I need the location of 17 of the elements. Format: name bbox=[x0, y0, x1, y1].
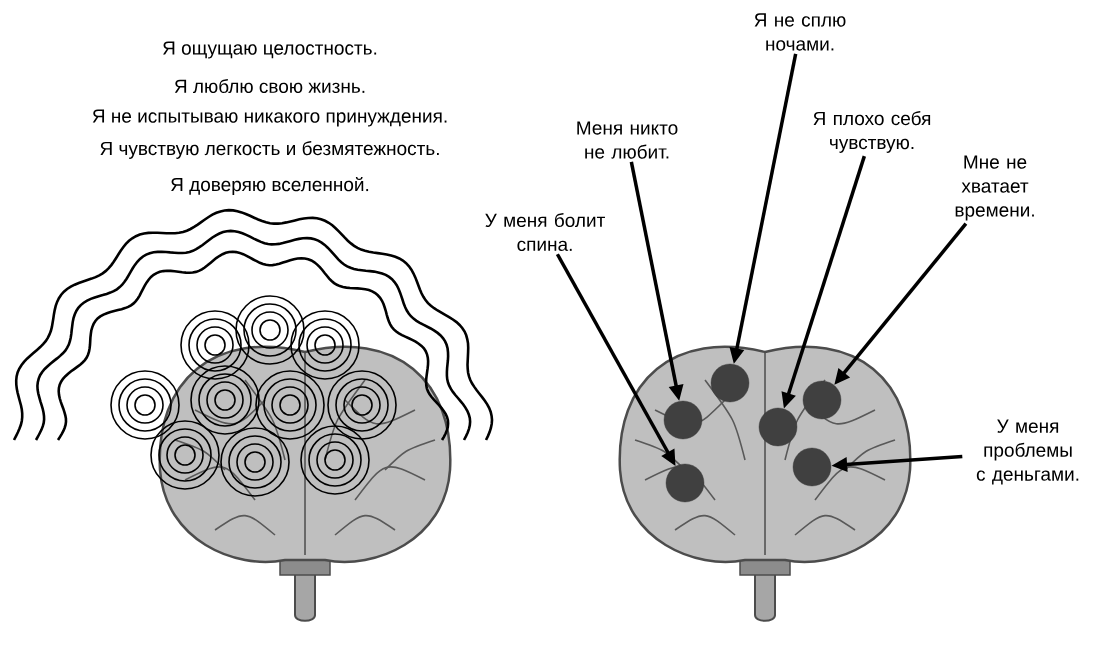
affirmation-text: Я чувствую легкость и безмятежность. bbox=[100, 141, 439, 159]
dark-spot bbox=[802, 380, 842, 420]
dark-spot bbox=[665, 463, 705, 503]
dark-spot bbox=[663, 400, 703, 440]
complaint-text: Я не сплю ночами. bbox=[754, 13, 846, 51]
affirmation-text: Я не испытываю никакого принуждения. bbox=[92, 109, 447, 127]
dark-spot bbox=[758, 407, 798, 447]
complaint-text: У меня болит спина. bbox=[485, 212, 605, 252]
affirmation-text: Я ощущаю целостность. bbox=[163, 41, 377, 59]
dark-spot bbox=[792, 447, 832, 487]
affirmation-text: Я люблю свою жизнь. bbox=[174, 78, 365, 94]
complaint-text: У меня проблемы с деньгами. bbox=[976, 419, 1079, 485]
complaint-text: Меня никто не любит. bbox=[577, 121, 678, 159]
complaint-text: Мне не хватает времени. bbox=[955, 155, 1034, 221]
affirmation-text: Я доверяю вселенной. bbox=[171, 177, 369, 195]
dark-spot bbox=[710, 363, 750, 403]
complaint-text: Я плохо себя чувствую. bbox=[813, 111, 931, 153]
